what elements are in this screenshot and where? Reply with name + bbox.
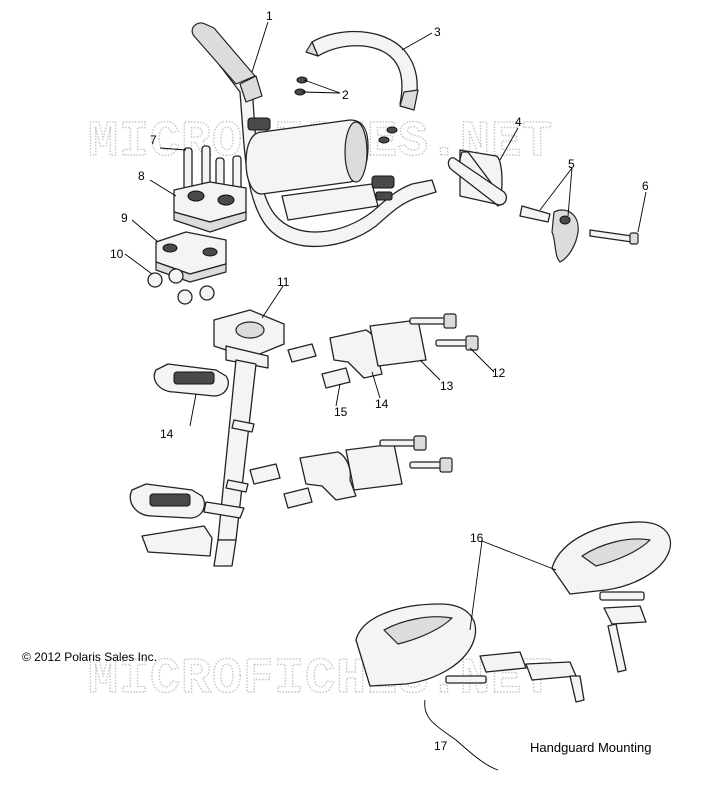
callout-8: 8 (138, 169, 145, 183)
callout-7: 7 (150, 133, 157, 147)
handlebar (191, 22, 437, 248)
callout-2: 2 (342, 88, 349, 102)
leader-lines (124, 21, 647, 771)
callout-10: 10 (110, 247, 124, 261)
handguard-right (551, 521, 672, 673)
callout-11: 11 (277, 275, 290, 289)
section-caption: Handguard Mounting (530, 740, 651, 755)
callout-labels: 1 2 3 4 5 6 7 8 9 10 11 12 13 14 14 15 1… (110, 9, 649, 753)
upper-mount-block (287, 313, 479, 389)
upper-clamp (173, 181, 247, 233)
callout-13: 13 (440, 379, 454, 393)
callout-17: 17 (434, 739, 448, 753)
handlebar-pad (305, 30, 419, 111)
copyright-notice: © 2012 Polaris Sales Inc. (22, 650, 157, 664)
callout-9: 9 (121, 211, 128, 225)
pivot-block-upper (153, 363, 229, 397)
callout-5: 5 (568, 157, 575, 171)
handguard-left (355, 603, 585, 703)
throttle-control (519, 205, 579, 263)
callout-16: 16 (470, 531, 484, 545)
long-bolt (589, 229, 639, 245)
callout-15: 15 (334, 405, 348, 419)
callout-6: 6 (642, 179, 649, 193)
steering-post (141, 309, 285, 567)
callout-4: 4 (515, 115, 522, 129)
pivot-block-lower (129, 483, 205, 519)
lower-clamp (155, 231, 227, 283)
hand-grip (447, 149, 508, 207)
flange-nuts (147, 268, 215, 305)
callout-14-lower: 14 (160, 427, 174, 441)
nut-set (294, 76, 398, 144)
callout-12: 12 (492, 366, 506, 380)
callout-1: 1 (266, 9, 273, 23)
callout-3: 3 (434, 25, 441, 39)
callout-14-upper: 14 (375, 397, 389, 411)
lower-mount-block (249, 435, 453, 509)
